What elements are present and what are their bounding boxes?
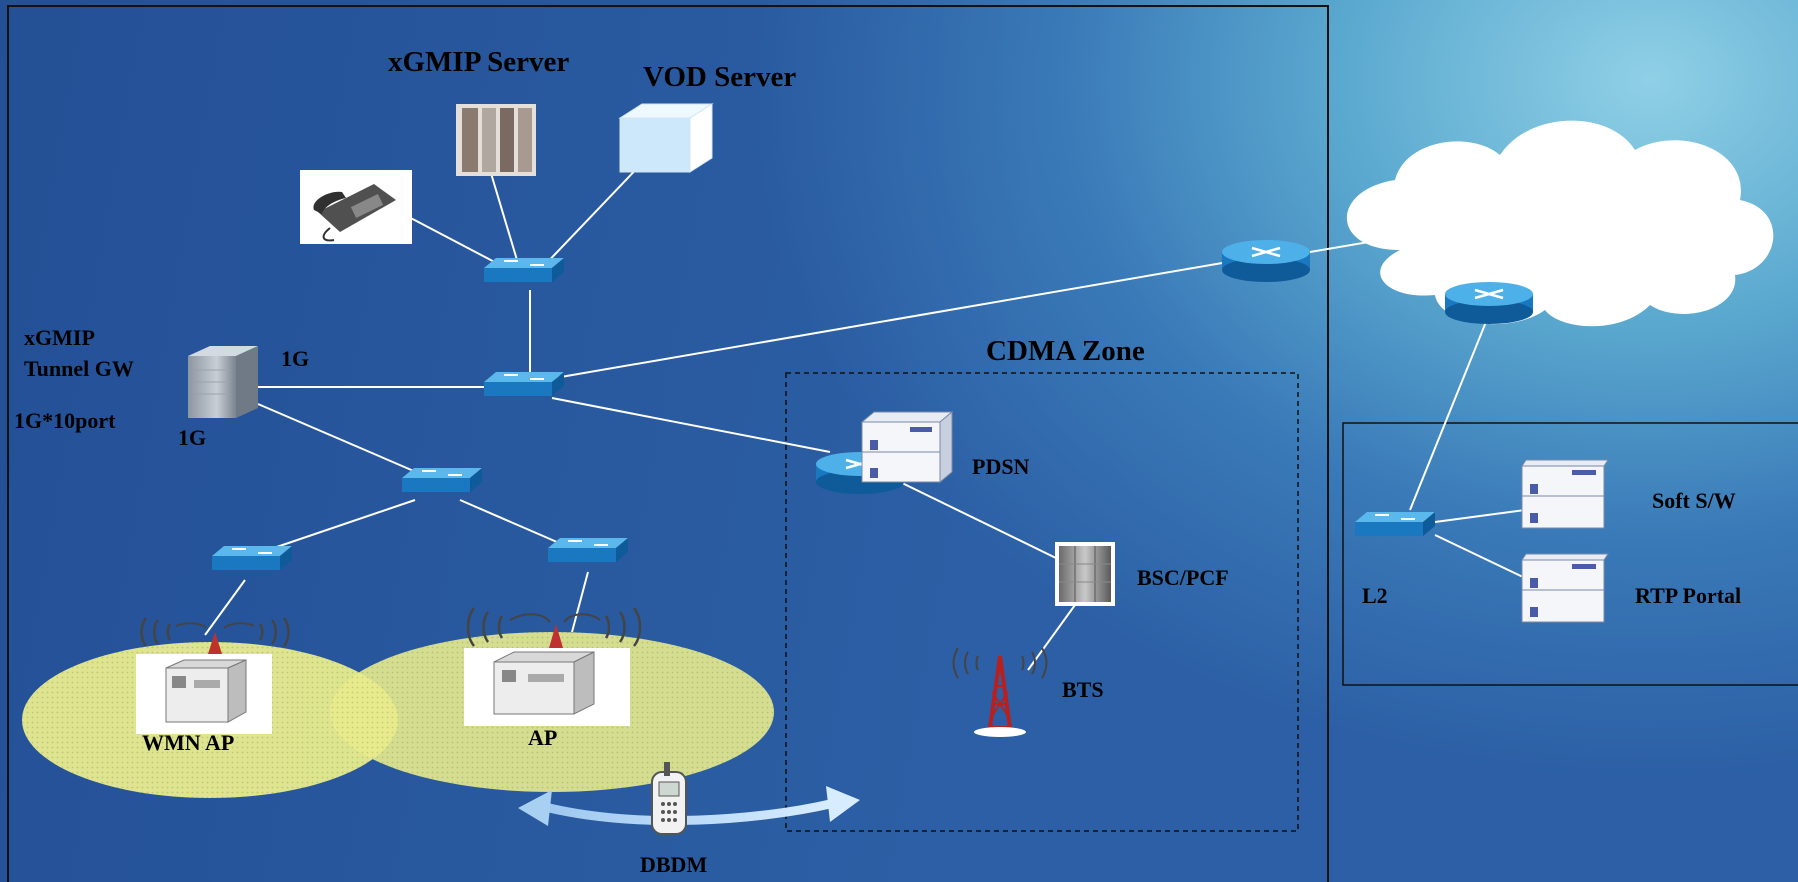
bts-label: BTS [1062, 677, 1104, 702]
link-1g-bottom-label: 1G [178, 425, 207, 450]
switch-ap [548, 538, 628, 562]
bts-tower-icon [952, 647, 1048, 737]
internet-cloud [1346, 120, 1774, 327]
cdma-zone-title: CDMA Zone [986, 335, 1145, 367]
switch-wmn [212, 546, 292, 570]
bsc-pcf-label: BSC/PCF [1137, 565, 1229, 590]
vod-server-label: VOD Server [643, 61, 797, 93]
port-spec-label: 1G*10port [14, 408, 116, 433]
tunnel-gw-icon [188, 346, 258, 418]
rtp-portal-label: RTP Portal [1635, 583, 1742, 608]
xgmip-server-icon [456, 104, 536, 176]
ap-icon [464, 607, 642, 726]
l2-label: L2 [1362, 583, 1388, 608]
ip-phone-icon [300, 170, 412, 244]
dbdm-label: DBDM [640, 852, 708, 877]
switch-core [484, 372, 564, 396]
ap-label: AP [528, 725, 558, 750]
router-edge [1222, 240, 1310, 282]
rtp-portal-server-icon [1521, 553, 1609, 623]
tunnel-gw-label-line2: Tunnel GW [24, 356, 134, 381]
switch-top [484, 258, 564, 282]
link-1g-top-label: 1G [281, 346, 310, 371]
router-cloud [1445, 282, 1533, 324]
cdma-zone-frame [785, 372, 1299, 832]
xgmip-server-label: xGMIP Server [388, 46, 570, 78]
tunnel-gw-label-line1: xGMIP [24, 325, 95, 350]
bsc-pcf-icon [1055, 542, 1115, 606]
switch-l2 [1355, 512, 1435, 536]
main-domain-frame [7, 5, 1329, 882]
switch-distribution [402, 468, 482, 492]
pdsn-label: PDSN [972, 454, 1030, 479]
dbdm-handoff-arrow [518, 786, 860, 826]
soft-sw-server-icon [1521, 459, 1609, 529]
soft-sw-label: Soft S/W [1652, 488, 1736, 513]
wmn-ap-icon [136, 617, 290, 734]
service-domain-frame [1342, 422, 1798, 686]
dbdm-phone-icon [651, 762, 687, 835]
vod-server-icon [618, 103, 714, 173]
wmn-ap-label: WMN AP [142, 730, 235, 755]
pdsn-server-icon [860, 410, 954, 484]
